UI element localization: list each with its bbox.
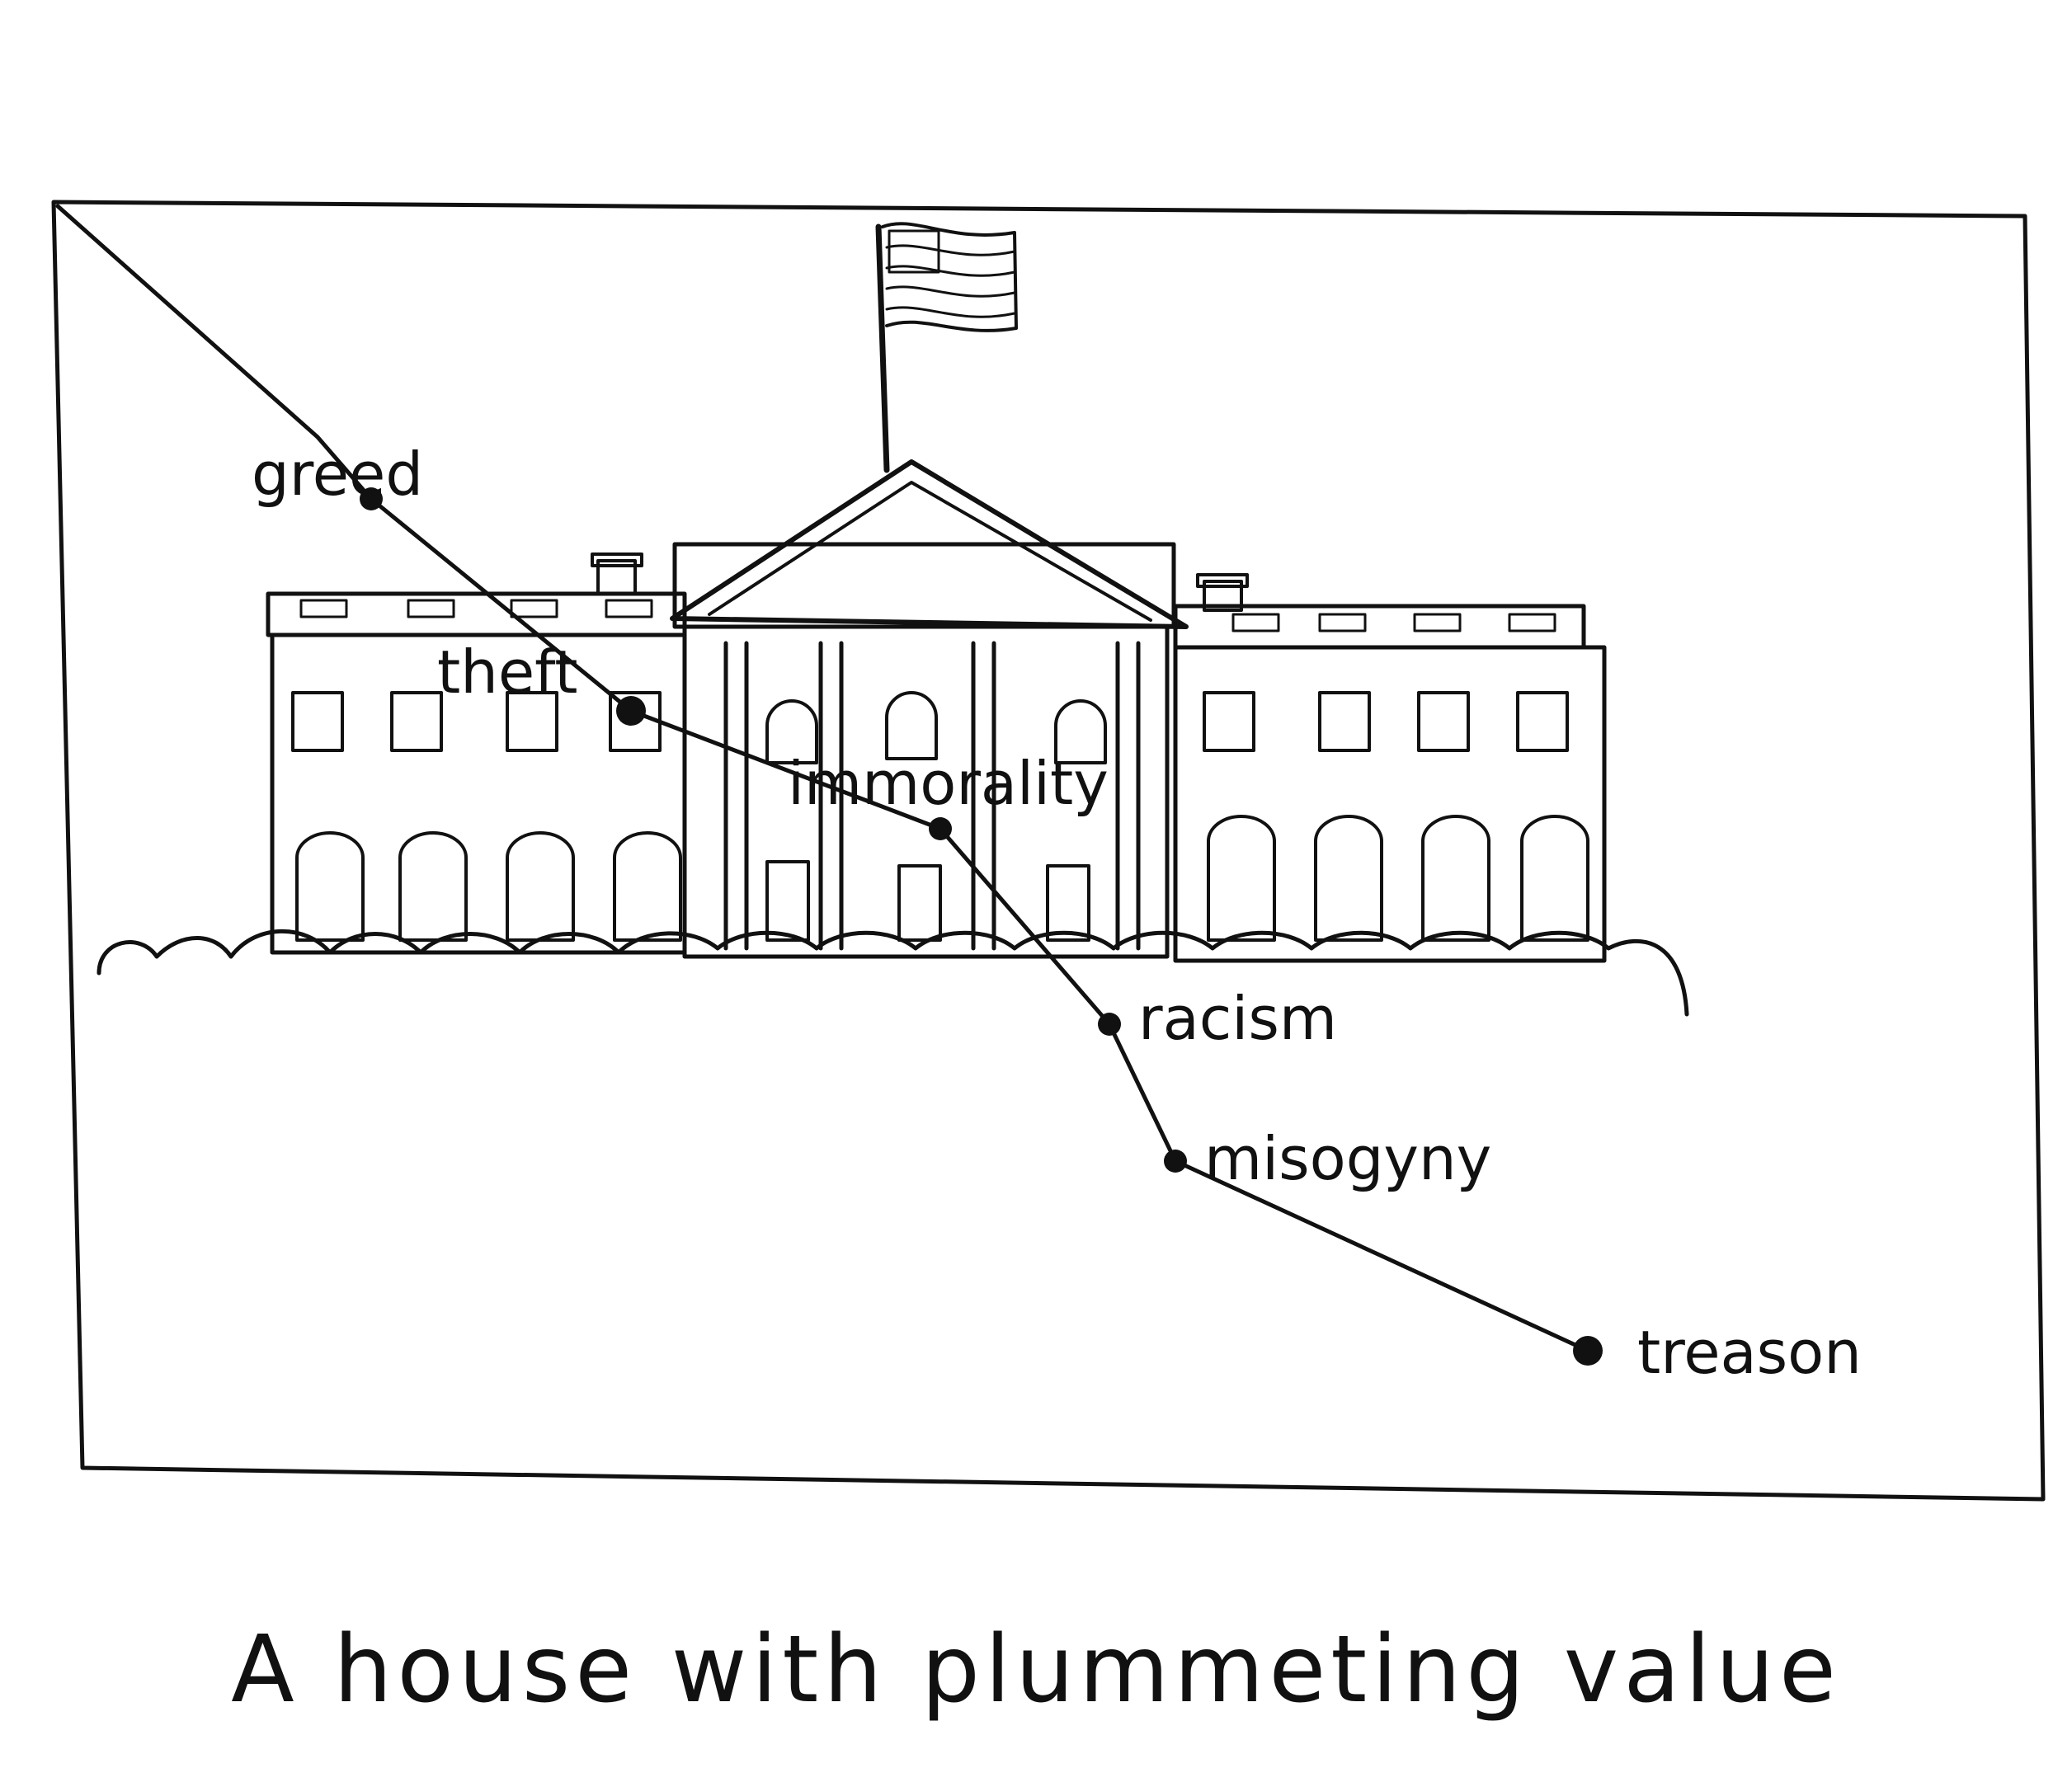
point-marker-theft: [616, 696, 646, 726]
point-label-immorality: immorality: [788, 749, 1109, 818]
point-label-theft: theft: [437, 637, 577, 707]
trend-line: [55, 204, 1590, 1353]
picture-frame: [51, 200, 2046, 1502]
points-layer: greed theft immorality racism misogyny treaso…: [252, 440, 1862, 1387]
point-marker-immorality: [929, 817, 952, 840]
white-house: [266, 459, 1607, 963]
point-marker-misogyny: [1164, 1150, 1187, 1173]
point-label-misogyny: misogyny: [1204, 1124, 1491, 1193]
point-marker-treason: [1573, 1336, 1603, 1366]
point-label-treason: treason: [1637, 1318, 1862, 1387]
flag: [875, 222, 1018, 473]
caption: A house with plummeting value: [231, 1616, 1841, 1723]
shrub-line: [97, 929, 1689, 1017]
point-marker-racism: [1098, 1013, 1121, 1036]
point-marker-greed: [360, 487, 383, 510]
point-label-racism: racism: [1138, 984, 1337, 1053]
point-label-greed: greed: [252, 440, 423, 509]
